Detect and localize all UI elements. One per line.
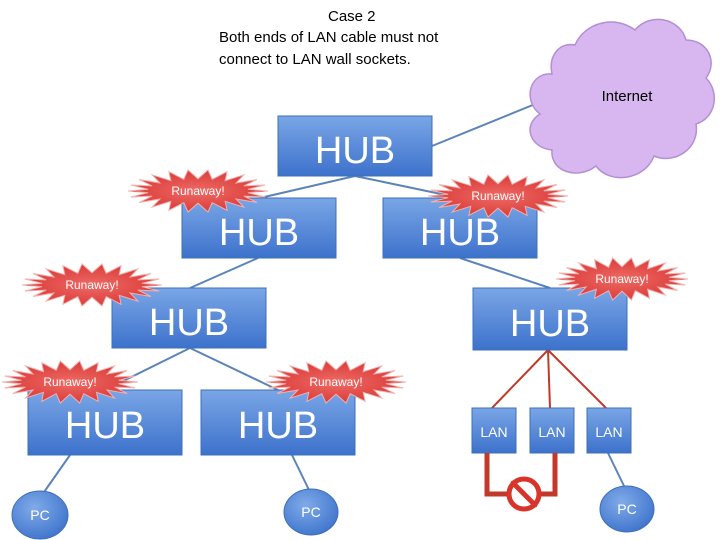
- lan-label: LAN: [595, 424, 622, 440]
- internet-label: Internet: [602, 88, 654, 105]
- hub-label: HUB: [149, 302, 229, 344]
- pc-label: PC: [301, 504, 320, 520]
- runaway-burst: Runaway!: [127, 169, 269, 213]
- connection-lines: [41, 97, 626, 496]
- runaway-burst: Runaway!: [1, 360, 139, 404]
- hub-top: HUB: [277, 115, 433, 177]
- lan-label: LAN: [480, 424, 507, 440]
- lan-label: LAN: [538, 424, 565, 440]
- pc-3: PC: [599, 485, 655, 533]
- link-hub-4a-pc-1: [41, 454, 71, 496]
- runaway-burst: Runaway!: [427, 174, 569, 218]
- runaway-label: Runaway!: [595, 272, 648, 286]
- pc-label: PC: [617, 501, 636, 517]
- hub-level3-left: HUB: [111, 287, 267, 349]
- hub-level3-right: HUB: [472, 287, 628, 351]
- lan-socket-1: LAN: [471, 407, 517, 454]
- link-hub-2a-hub-3a: [189, 257, 259, 289]
- hub-to-lan-lines: [491, 349, 607, 409]
- pc-1: PC: [11, 490, 69, 540]
- link-lan-3-pc-3: [607, 452, 626, 489]
- hub-level2-left: HUB: [181, 197, 337, 259]
- runaway-label: Runaway!: [171, 184, 224, 198]
- hub-level4-left: HUB: [27, 389, 183, 456]
- hub-label: HUB: [510, 303, 590, 345]
- hub-level4-right: HUB: [200, 389, 356, 456]
- hub-label: HUB: [420, 212, 500, 254]
- runaway-burst: Runaway!: [265, 360, 407, 404]
- runaway-bursts: Runaway! Runaway! Runaway! Runaway! Runaway!…: [1, 169, 689, 404]
- link-hub-2b-hub-3b: [459, 257, 551, 289]
- case-description-line-1: Both ends of LAN cable must not: [219, 29, 439, 46]
- hub-label: HUB: [219, 212, 299, 254]
- link-hub-3a-hub-4b: [189, 347, 279, 391]
- link-hub-4b-pc-2: [291, 454, 311, 493]
- hub-label: HUB: [65, 405, 145, 447]
- hub-label: HUB: [238, 405, 318, 447]
- lan-socket-3: LAN: [586, 407, 632, 454]
- hub-label: HUB: [315, 130, 395, 172]
- runaway-burst: Runaway!: [21, 263, 163, 307]
- pc-label: PC: [30, 507, 49, 523]
- runaway-label: Runaway!: [309, 375, 362, 389]
- runaway-label: Runaway!: [65, 278, 118, 292]
- case-title: Case 2: [328, 8, 376, 25]
- prohibited-icon: [506, 476, 542, 512]
- link-hub-top-hub-2a: [259, 175, 356, 199]
- runaway-label: Runaway!: [471, 189, 524, 203]
- runaway-burst: Runaway!: [555, 257, 689, 301]
- pc-2: PC: [283, 488, 339, 536]
- case-description-line-2: connect to LAN wall sockets.: [219, 51, 411, 68]
- lan-socket-2: LAN: [529, 407, 575, 454]
- runaway-label: Runaway!: [43, 375, 96, 389]
- link-hub-top-internet: [431, 97, 551, 147]
- cloud-icon: Internet: [529, 18, 715, 179]
